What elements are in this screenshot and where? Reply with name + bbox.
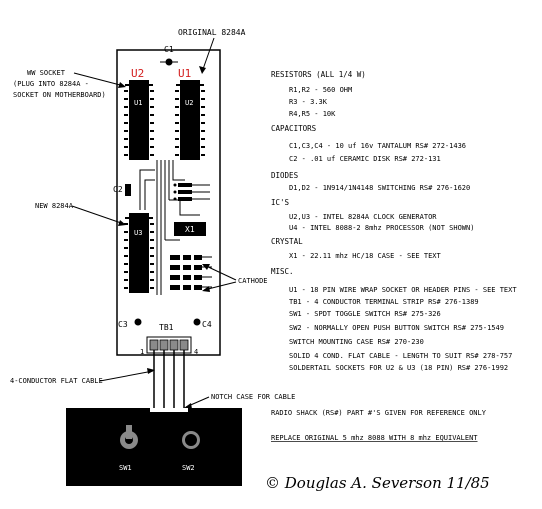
crystal-x1: X1	[174, 222, 206, 236]
misc-line: SW1 - SPDT TOGGLE SWITCH RS# 275-326	[289, 310, 441, 318]
chip-u3-label: U3	[134, 229, 142, 237]
capacitor-line: C1,C3,C4 - 10 uf 16v TANTALUM RS# 272-14…	[289, 142, 466, 150]
misc-line: TB1 - 4 CONDUCTOR TERMINAL STRIP RS# 276…	[289, 298, 479, 306]
resistors-upper	[173, 183, 210, 201]
resistors-heading: RESISTORS (ALL 1/4 W)	[271, 70, 366, 79]
sw1-label: SW1	[119, 464, 132, 472]
ics-heading: IC'S	[271, 198, 290, 207]
diode-line: D1,D2 - 1N914/1N4148 SWITCHING RS# 276-1…	[289, 184, 470, 192]
c3-label: C3	[118, 320, 128, 329]
cathode-label: CATHODE	[238, 277, 268, 285]
author-signature: © Douglas A. Severson 11/85	[265, 474, 490, 492]
diodes-heading: DIODES	[271, 171, 299, 180]
capacitor-line: C2 - .01 uf CERAMIC DISK RS# 272-131	[289, 155, 441, 163]
original-leader-arrow	[199, 66, 206, 74]
c1-label: C1	[164, 45, 174, 54]
terminal-strip-tb1	[146, 336, 192, 354]
new-8284a-label: NEW 8284A	[35, 202, 74, 210]
misc-line: SOLID 4 COND. FLAT CABLE - LENGTH TO SUI…	[289, 352, 512, 360]
chip-u3: U3	[124, 213, 154, 293]
c2-label: C2	[113, 185, 123, 194]
misc-line: SOLDERTAIL SOCKETS FOR U2 & U3 (18 PIN) …	[289, 364, 508, 372]
switch-case: SW1 SW2	[66, 408, 242, 486]
chip-u1-left-label: U1	[134, 99, 142, 107]
c4-capacitor	[193, 318, 201, 326]
resistor-line: R3 - 3.3K	[289, 98, 328, 106]
misc-line: U1 - 18 PIN WIRE WRAP SOCKET OR HEADER P…	[289, 286, 517, 294]
resistor-line: R1,R2 - 560 OHM	[289, 86, 352, 94]
tb1-pin-1: 1	[140, 348, 144, 356]
tb1-label: TB1	[159, 323, 174, 332]
cathode-leader-1	[203, 264, 237, 281]
flat-cable-label: 4-CONDUCTOR FLAT CABLE	[10, 377, 103, 385]
notch-case-label: NOTCH CASE FOR CABLE	[211, 393, 295, 401]
new-8284a-leader	[71, 205, 125, 225]
flat-cable-leader	[99, 370, 154, 382]
chip-u1-left: U1	[124, 80, 154, 160]
diode-block	[170, 255, 212, 290]
ww-socket-label-2: (PLUG INTO 8284A -	[13, 80, 89, 88]
capacitors-heading: CAPACITORS	[271, 124, 317, 133]
resistor-line: R4,R5 - 10K	[289, 110, 336, 118]
misc-line: SW2 - NORMALLY OPEN PUSH BUTTON SWITCH R…	[289, 324, 504, 332]
original-8284a-label: ORIGINAL 8284A	[178, 28, 246, 37]
replace-note: REPLACE ORIGINAL 5 mhz 8088 WITH 8 mhz E…	[271, 434, 478, 442]
tb1-pin-4: 4	[194, 348, 198, 356]
radio-shack-note: RADIO SHACK (RS#) PART #'S GIVEN FOR REF…	[271, 409, 487, 417]
sw2-label: SW2	[182, 464, 195, 472]
crystal-heading: CRYSTAL	[271, 237, 303, 246]
crystal-x1-label: X1	[185, 225, 195, 234]
misc-heading: MISC.	[271, 267, 294, 276]
parts-list: RESISTORS (ALL 1/4 W) R1,R2 - 560 OHM R3…	[271, 70, 517, 442]
board-traces	[139, 160, 200, 295]
c4-label: C4	[202, 320, 212, 329]
ic-line: U2,U3 - INTEL 8284A CLOCK GENERATOR	[289, 213, 437, 221]
chip-u2-right-label: U2	[185, 99, 193, 107]
u1-red-label: U1	[178, 67, 191, 80]
original-leader-line	[201, 37, 215, 73]
u2-red-label: U2	[131, 67, 144, 80]
c2-capacitor	[125, 184, 131, 196]
ww-socket-label-3: SOCKET ON MOTHERBOARD)	[13, 91, 106, 99]
crystal-line: X1 - 22.11 mhz HC/18 CASE - SEE TEXT	[289, 252, 442, 260]
flat-cable	[153, 350, 185, 408]
misc-line: SWITCH MOUNTING CASE RS# 270-230	[289, 338, 424, 346]
ww-socket-label-1: WW SOCKET	[27, 69, 66, 77]
ww-leader-line	[73, 72, 125, 87]
chip-u2-right: U2	[175, 80, 205, 160]
c3-capacitor	[134, 318, 142, 326]
ic-line: U4 - INTEL 8088-2 8mhz PROCESSOR (NOT SH…	[289, 224, 474, 232]
